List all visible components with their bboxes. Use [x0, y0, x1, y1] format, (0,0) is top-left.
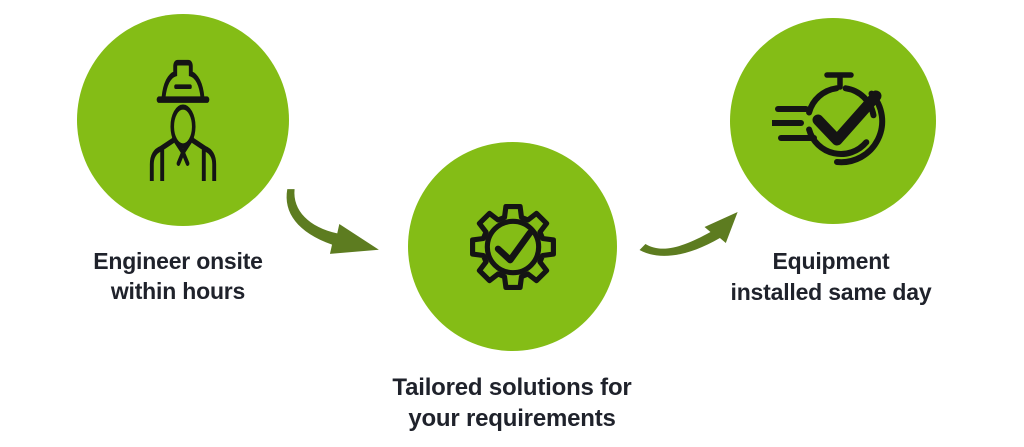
step-label-line2: within hours — [110, 278, 246, 304]
step-label-equipment: Equipment installed same day — [681, 246, 981, 308]
step-label-line1: Equipment — [772, 248, 890, 274]
step-circle-engineer — [77, 14, 289, 226]
curved-arrow-right-down-icon — [286, 189, 379, 254]
gear-checkmark-icon — [469, 203, 556, 290]
step-label-line1: Tailored solutions for — [392, 374, 632, 401]
step-circle-equipment — [730, 18, 936, 224]
stopwatch-checkmark-icon — [772, 72, 886, 166]
step-label-engineer: Engineer onsite within hours — [23, 246, 333, 306]
step-label-line2: installed same day — [730, 279, 932, 305]
step-circle-solutions — [408, 142, 617, 351]
step-label-solutions: Tailored solutions for your requirements — [362, 372, 662, 434]
step-label-line1: Engineer onsite — [93, 248, 263, 274]
curved-arrow-right-up-icon — [639, 212, 738, 256]
engineer-hardhat-icon — [149, 59, 217, 181]
step-label-line2: your requirements — [408, 405, 616, 432]
